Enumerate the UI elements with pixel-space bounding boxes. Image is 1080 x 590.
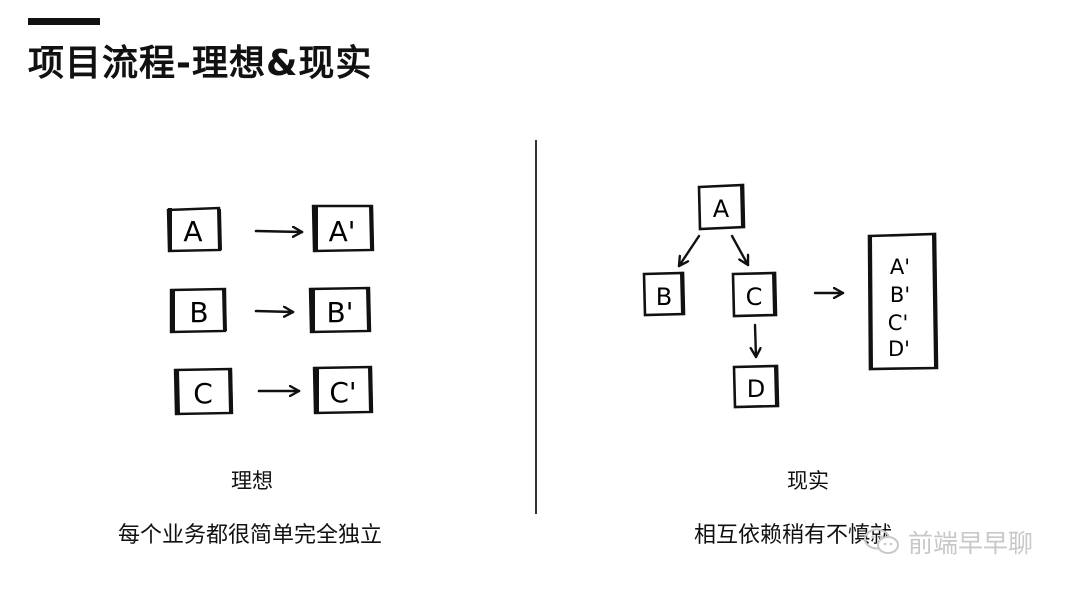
reality-node-a-label: A: [713, 195, 730, 223]
reality-label: 现实: [787, 469, 829, 493]
reality-node-b-label: B: [656, 283, 672, 311]
ideal-caption: 每个业务都很简单完全独立: [117, 523, 382, 548]
watermark: 前端早早聊: [862, 524, 1033, 560]
reality-node-a: A: [697, 183, 746, 231]
ideal-node-b-prime-label: B': [327, 296, 354, 329]
reality-node-b: B: [642, 271, 686, 317]
ideal-node-b-prime: B': [308, 286, 372, 334]
ideal-node-b: B: [169, 287, 227, 334]
reality-arrow-c-d: [755, 323, 756, 359]
ideal-label: 理想: [231, 469, 273, 493]
center-divider: [535, 140, 537, 514]
ideal-node-c: C: [173, 367, 234, 416]
reality-output-b-prime: B': [890, 283, 910, 307]
reality-node-c-label: C: [746, 283, 763, 311]
wechat-icon: [864, 528, 899, 554]
reality-output-a-prime: A': [890, 255, 910, 279]
reality-diagram: A B C D A' B' C' D': [642, 183, 939, 409]
watermark-text: 前端早早聊: [908, 529, 1034, 558]
reality-output-d-prime: D': [888, 337, 910, 361]
reality-output-c-prime: C': [888, 311, 908, 335]
ideal-node-c-label: C: [193, 377, 213, 410]
ideal-diagram: A A' B B' C: [166, 204, 375, 416]
ideal-node-a-label: A: [183, 215, 202, 248]
reality-node-d-label: D: [747, 375, 765, 403]
title-accent-bar: [28, 18, 100, 25]
reality-node-d: D: [732, 364, 780, 409]
reality-arrow-a-c: [730, 234, 748, 267]
ideal-node-c-prime: C': [312, 365, 374, 415]
reality-output-box: A' B' C' D': [867, 232, 939, 371]
ideal-arrow-b: [254, 311, 295, 312]
reality-node-c: C: [731, 271, 778, 318]
page-title: 项目流程-理想&现实: [28, 43, 373, 84]
reality-caption: 相互依赖稍有不慎就: [694, 523, 893, 548]
ideal-arrow-a: [254, 231, 304, 232]
ideal-node-b-label: B: [189, 296, 208, 329]
ideal-node-a: A: [166, 206, 222, 253]
ideal-node-a-prime: A': [311, 204, 375, 253]
ideal-node-a-prime-label: A': [329, 215, 356, 248]
ideal-node-c-prime-label: C': [329, 376, 356, 409]
reality-arrow-a-b: [677, 234, 701, 268]
